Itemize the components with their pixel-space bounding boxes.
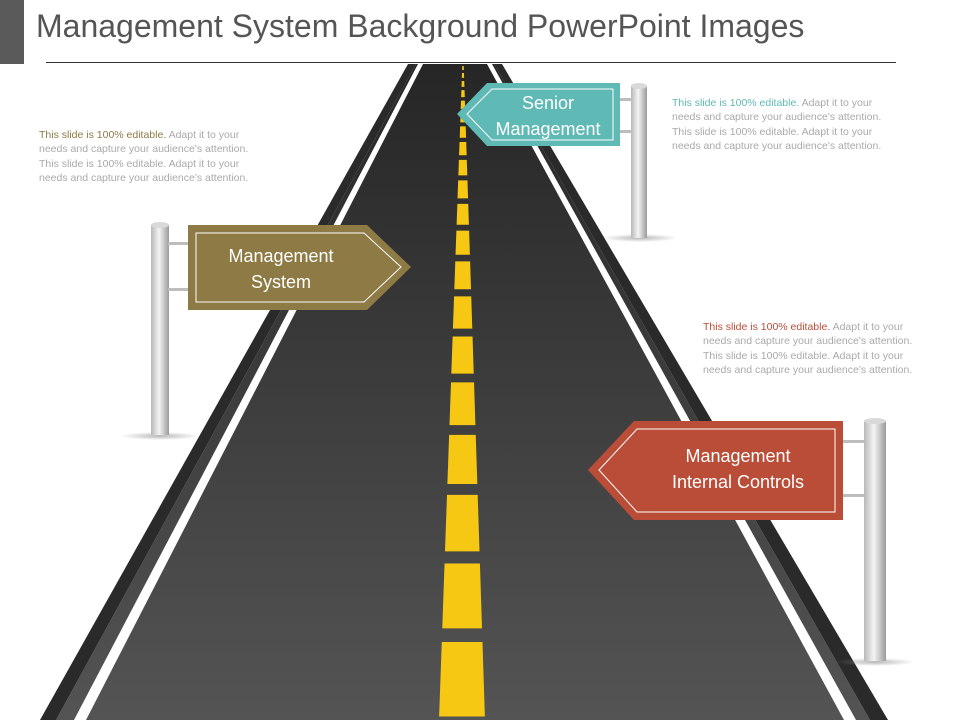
center-dashes xyxy=(439,66,485,717)
road-outer-edge xyxy=(494,64,888,720)
sign-label-internal-controls: Management Internal Controls xyxy=(640,443,836,495)
note-body: Adapt it to your needs and capture your … xyxy=(39,129,249,184)
center-dash xyxy=(455,230,470,255)
sign-label-senior-management: Senior Management xyxy=(488,90,608,142)
sign-line: System xyxy=(250,272,311,292)
center-dash xyxy=(461,73,465,78)
center-dash xyxy=(462,66,464,70)
center-dash xyxy=(461,90,465,98)
sign-management-system xyxy=(188,225,411,310)
note-lead: This slide is 100% editable. xyxy=(672,97,800,109)
note-body: Adapt it to your needs and capture your … xyxy=(672,97,882,152)
note-lead: This slide is 100% editable. xyxy=(703,321,831,333)
center-dash xyxy=(459,126,467,138)
sign-line: Management xyxy=(228,246,334,266)
note-senior-management: This slide is 100% editable. Adapt it to… xyxy=(672,96,894,153)
center-dash xyxy=(461,81,465,87)
sign-line: Management xyxy=(495,119,601,139)
title-divider xyxy=(46,62,896,63)
center-dash xyxy=(451,336,474,374)
road-right-line xyxy=(487,64,856,720)
note-management-system: This slide is 100% editable. Adapt it to… xyxy=(39,128,261,185)
center-dash xyxy=(456,203,469,225)
center-dash xyxy=(444,494,480,552)
center-dash xyxy=(449,382,476,426)
center-dash xyxy=(454,261,472,290)
center-dash xyxy=(442,563,483,629)
sign-senior-management xyxy=(457,83,620,146)
center-dash xyxy=(439,642,485,717)
title-accent-bar xyxy=(0,0,24,64)
pole-senior-management xyxy=(602,83,678,242)
sign-line: Senior xyxy=(521,93,575,113)
note-internal-controls: This slide is 100% editable. Adapt it to… xyxy=(703,320,925,377)
sign-internal-controls xyxy=(588,421,843,520)
center-dash xyxy=(459,141,467,156)
page-title: Management System Background PowerPoint … xyxy=(36,8,805,44)
note-lead: This slide is 100% editable. xyxy=(39,129,167,141)
center-dash xyxy=(452,296,473,329)
center-dash xyxy=(458,159,468,176)
sign-line: Internal Controls xyxy=(671,472,805,492)
sign-label-management-system: Management System xyxy=(196,243,366,295)
center-dash xyxy=(457,180,469,199)
note-body: Adapt it to your needs and capture your … xyxy=(703,321,913,376)
sign-line: Management xyxy=(685,446,791,466)
pole-internal-controls xyxy=(835,418,915,666)
pole-management-system xyxy=(120,222,200,440)
center-dash xyxy=(447,434,478,484)
